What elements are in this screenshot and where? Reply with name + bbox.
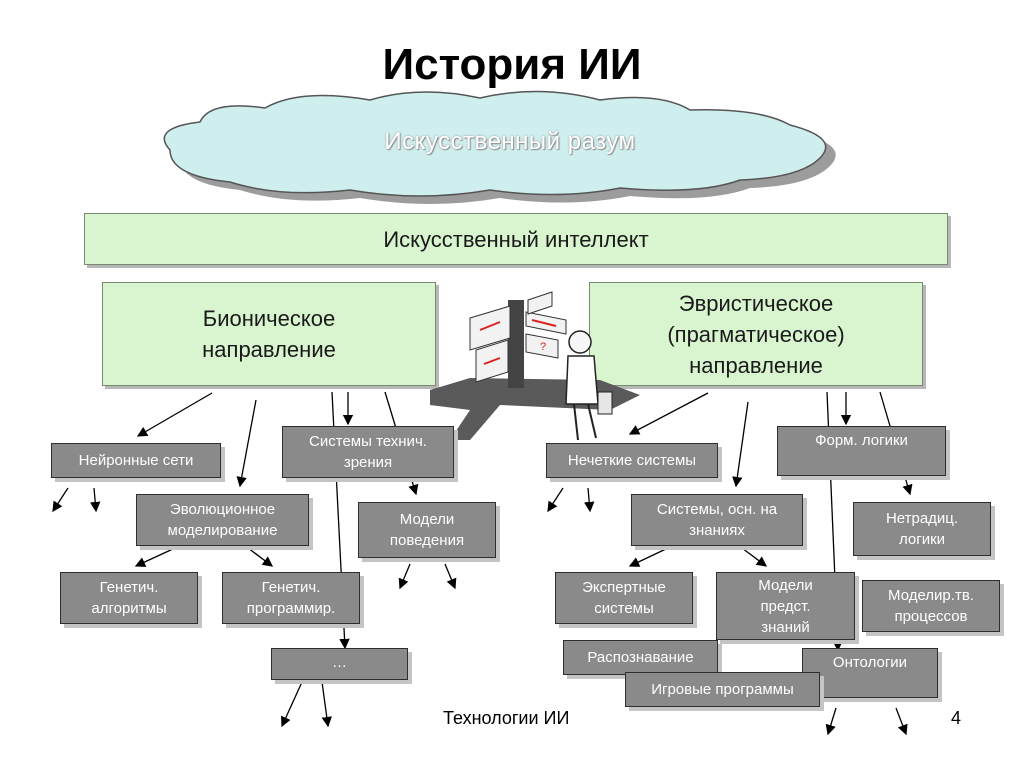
node-knowledge-systems: Системы, осн. на знаниях [631, 494, 803, 546]
node-nontrad-line-2: логики [898, 531, 946, 548]
main-ai-label: Искусственный интеллект [383, 226, 649, 252]
node-expert-line-2: системы [594, 600, 654, 617]
node-behavior-models: Модели поведения [358, 502, 496, 558]
node-nontrad-line-1: Нетрадиц. [885, 510, 959, 527]
node-vision-line-1: Системы технич. [309, 433, 427, 450]
node-neural-nets: Нейронные сети [51, 443, 221, 478]
node-expert-line-1: Экспертные [582, 579, 666, 596]
node-fuzzy-label: Нечеткие системы [567, 452, 697, 469]
node-ellipsis-label: … [332, 654, 347, 671]
node-gen-prog-line-1: Генетич. [261, 579, 321, 596]
heuristic-line-1: Эвристическое [678, 290, 834, 316]
cloud-shape [163, 90, 827, 197]
page-number: 4 [951, 708, 962, 728]
svg-text:?: ? [540, 341, 546, 353]
cloud-label: Искусственный разум [384, 128, 636, 155]
footer-text: Технологии ИИ [443, 708, 570, 728]
node-process-line-2: процессов [894, 608, 968, 625]
main-ai-box: Искусственный интеллект [84, 213, 948, 265]
node-evolutionary-modeling: Эволюционное моделирование [136, 494, 309, 546]
node-nontraditional-logics: Нетрадиц. логики [853, 502, 991, 556]
node-recognition: Распознавание [563, 640, 718, 675]
node-gen-alg-line-1: Генетич. [99, 579, 159, 596]
node-knowledge-line-2: знаниях [689, 522, 745, 539]
heuristic-line-3: направление [689, 352, 823, 378]
node-behavior-line-2: поведения [389, 532, 465, 549]
node-kmodels-line-3: знаний [761, 618, 810, 636]
node-game-label: Игровые программы [651, 681, 794, 698]
node-process-line-1: Моделир.тв. [888, 587, 974, 604]
node-gen-alg-line-2: алгоритмы [91, 600, 167, 617]
node-formal-logics: Форм. логики [777, 426, 946, 476]
node-expert-systems: Экспертные системы [555, 572, 693, 624]
bionic-branch-box: Бионическое направление [102, 282, 436, 386]
node-evolutionary-line-1: Эволюционное [169, 501, 276, 518]
node-recognition-label: Распознавание [587, 649, 694, 666]
bionic-line-1: Бионическое [202, 306, 336, 331]
node-genetic-algorithms: Генетич. алгоритмы [60, 572, 198, 624]
node-knowledge-models: Модели предст. знаний [716, 572, 855, 640]
node-evolutionary-line-2: моделирование [167, 522, 278, 539]
node-vision-line-2: зрения [343, 454, 393, 471]
node-knowledge-line-1: Системы, осн. на [656, 501, 778, 518]
heuristic-branch-box: Эвристическое (прагматическое) направлен… [589, 282, 923, 386]
bionic-line-2: направление [202, 337, 336, 362]
node-ellipsis: … [271, 648, 408, 680]
node-ontologies-label: Онтологии [832, 654, 908, 671]
node-kmodels-line-1: Модели [758, 576, 813, 594]
node-vision-systems: Системы технич. зрения [282, 426, 454, 478]
node-genetic-programming: Генетич. программир. [222, 572, 360, 624]
node-formal-logics-label: Форм. логики [815, 432, 908, 449]
slide-title: История ИИ [382, 40, 642, 89]
node-ontologies: Онтологии [802, 648, 938, 698]
node-neural-nets-label: Нейронные сети [78, 452, 194, 469]
node-fuzzy-systems: Нечеткие системы [546, 443, 718, 478]
node-process-modeling: Моделир.тв. процессов [862, 580, 1000, 632]
node-behavior-line-1: Модели [399, 511, 455, 528]
node-kmodels-line-2: предст. [760, 597, 811, 615]
heuristic-line-2: (прагматическое) [667, 321, 845, 347]
node-gen-prog-line-2: программир. [246, 600, 336, 617]
node-game-programs: Игровые программы [625, 672, 820, 707]
